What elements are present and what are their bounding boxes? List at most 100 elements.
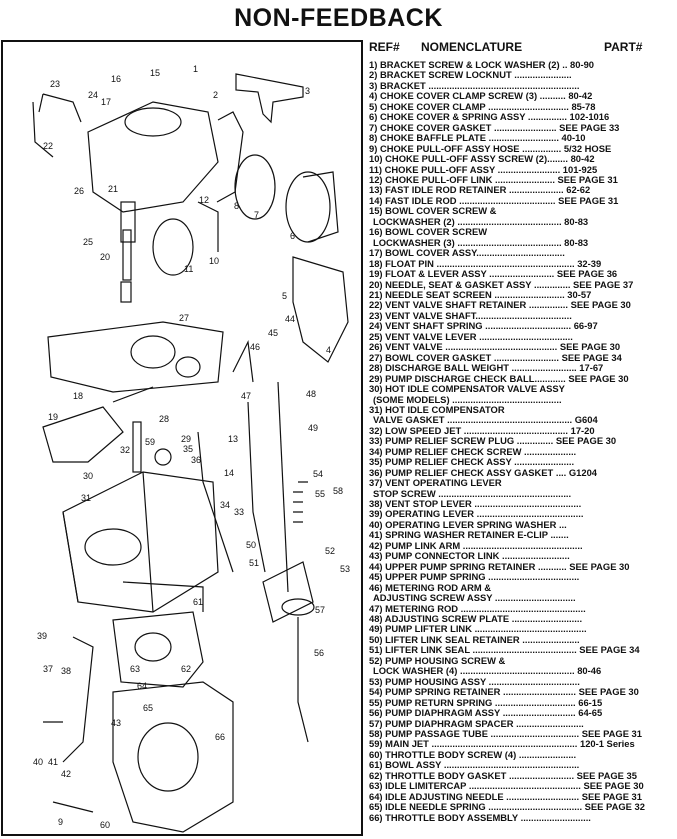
- diagram-drawing: 1 2 3 4 5 6 7 8 9 10 11 12 13 14 15 16 1…: [32, 64, 350, 833]
- parts-list-item: 28) DISCHARGE BALL WEIGHT ..............…: [369, 363, 604, 374]
- pump-parts-drawing: [197, 339, 315, 743]
- parts-list-item: 66) THROTTLE BODY ASSEMBLY .............…: [369, 812, 591, 823]
- callout: 27: [179, 313, 189, 323]
- throttle-gasket-drawing: [112, 611, 204, 688]
- callout: 29: [181, 434, 191, 444]
- callout: 19: [48, 412, 58, 422]
- callout: 42: [61, 769, 71, 779]
- parts-list-item: 6) CHOKE COVER & SPRING ASSY ...........…: [369, 112, 610, 123]
- callout: 53: [340, 564, 350, 574]
- parts-list-item: 9) CHOKE PULL-OFF ASSY HOSE ............…: [369, 143, 612, 154]
- bowl-body-drawing: [62, 421, 219, 613]
- parts-list-item: 23) VENT VALVE SHAFT....................…: [369, 310, 572, 321]
- callout: 1: [193, 64, 198, 74]
- callout: 8: [234, 201, 239, 211]
- parts-list-item: LOCK WASHER (4) ........................…: [373, 666, 602, 677]
- callout: 15: [150, 68, 160, 78]
- parts-list-item: 14) FAST IDLE ROD ......................…: [369, 195, 619, 206]
- parts-list-item: 41) SPRING WASHER RETAINER E-CLIP ......…: [369, 530, 569, 541]
- page-title: NON-FEEDBACK: [234, 4, 443, 32]
- callout: 59: [145, 437, 155, 447]
- parts-list-item: 46) METERING ROD ARM &: [369, 582, 492, 593]
- parts-list-item: 4) CHOKE COVER CLAMP SCREW (3) .........…: [369, 91, 593, 102]
- callout: 9: [58, 817, 63, 827]
- callout: 23: [50, 79, 60, 89]
- callout: 48: [306, 389, 316, 399]
- needle-seat-drawing: [32, 101, 132, 303]
- callout: 43: [111, 718, 121, 728]
- callout: 56: [314, 648, 324, 658]
- callout: 57: [315, 605, 325, 615]
- callout: 6: [290, 231, 295, 241]
- callout: 66: [215, 732, 225, 742]
- parts-list-item: 55) PUMP RETURN SPRING .................…: [369, 697, 603, 708]
- parts-list-item: 19) FLOAT & LEVER ASSY .................…: [369, 269, 618, 280]
- callout-labels: 1 2 3 4 5 6 7 8 9 10 11 12 13 14 15 16 1…: [33, 64, 350, 830]
- callout: 25: [83, 237, 93, 247]
- parts-list: 1) BRACKET SCREW & LOCK WASHER (2) .. 80…: [369, 60, 675, 823]
- callout: 54: [313, 469, 323, 479]
- callout: 49: [308, 423, 318, 433]
- callout: 37: [43, 664, 53, 674]
- parts-list-item: 22) VENT VALVE SHAFT RETAINER ..........…: [369, 300, 631, 311]
- choke-parts-drawing: [197, 73, 339, 252]
- callout: 28: [159, 414, 169, 424]
- exploded-parts-diagram: 1 2 3 4 5 6 7 8 9 10 11 12 13 14 15 16 1…: [1, 40, 363, 836]
- callout: 11: [184, 264, 193, 274]
- callout: 33: [234, 507, 244, 517]
- callout: 2: [213, 90, 218, 100]
- callout: 46: [250, 342, 260, 352]
- parts-list-item: 64) IDLE ADJUSTING NEEDLE ..............…: [369, 791, 642, 802]
- parts-list-item: 1) BRACKET SCREW & LOCK WASHER (2) .. 80…: [369, 60, 595, 70]
- part-column-header: PART#: [604, 40, 643, 54]
- parts-list-item: 29) PUMP DISCHARGE CHECK BALL...........…: [369, 373, 629, 384]
- parts-list-item: 35) PUMP RELIEF CHECK ASSY .............…: [369, 457, 575, 468]
- parts-list-item: 52) PUMP HOUSING SCREW &: [369, 655, 506, 666]
- callout: 60: [100, 820, 110, 830]
- parts-list-item: 8) CHOKE BAFFLE PLATE ..................…: [369, 133, 586, 144]
- ref-column-header: REF#: [369, 40, 400, 54]
- parts-list-item: 56) PUMP DIAPHRAGM ASSY ................…: [369, 708, 603, 719]
- parts-list-item: 51) LIFTER LINK SEAL ...................…: [369, 645, 640, 656]
- parts-list-item: 33) PUMP RELIEF SCREW PLUG .............…: [369, 436, 617, 447]
- callout: 14: [224, 468, 234, 478]
- parts-list-item: 21) NEEDLE SEAT SCREEN .................…: [369, 289, 592, 300]
- callout: 45: [268, 328, 278, 338]
- parts-list-item: 18) FLOAT PIN ..........................…: [369, 258, 602, 269]
- parts-list-item: LOCKWASHER (2) .........................…: [373, 216, 589, 227]
- parts-list-item: 53) PUMP HOUSING ASSY ..................…: [369, 676, 580, 687]
- throttle-body-drawing: [43, 636, 234, 833]
- callout: 39: [37, 631, 47, 641]
- parts-list-item: 24) VENT SHAFT SPRING ..................…: [369, 321, 598, 332]
- parts-list-item: 15) BOWL COVER SCREW &: [369, 206, 497, 217]
- callout: 32: [120, 445, 130, 455]
- parts-list-item: 7) CHOKE COVER GASKET ..................…: [369, 122, 620, 133]
- callout: 63: [130, 664, 140, 674]
- callout: 50: [246, 540, 256, 550]
- parts-list-item: LOCKWASHER (3) .........................…: [373, 237, 589, 248]
- float-drawing: [42, 386, 154, 463]
- callout: 18: [73, 391, 83, 401]
- parts-list-item: 12) CHOKE PULL-OFF LINK ................…: [369, 174, 618, 185]
- callout: 3: [305, 86, 310, 96]
- parts-list-item: 40) OPERATING LEVER SPRING WASHER ...: [369, 519, 567, 530]
- parts-list-item: 36) PUMP RELIEF CHECK ASSY GASKET .... G…: [369, 467, 598, 478]
- callout: 34: [220, 500, 230, 510]
- parts-list-item: 32) LOW SPEED JET ......................…: [369, 425, 595, 436]
- parts-list-item: STOP SCREW .............................…: [373, 488, 572, 499]
- parts-list-item: 5) CHOKE COVER CLAMP ...................…: [369, 101, 596, 112]
- callout: 4: [326, 345, 331, 355]
- parts-list-item: 11) CHOKE PULL-OFF ASSY ................…: [369, 164, 598, 175]
- parts-list-item: 49) PUMP LIFTER LINK ...................…: [369, 624, 587, 635]
- parts-list-item: 10) CHOKE PULL-OFF ASSY SCREW (2).......…: [369, 154, 595, 165]
- parts-list-item: 2) BRACKET SCREW LOCKNUT ...............…: [369, 70, 572, 81]
- callout: 7: [254, 210, 259, 220]
- parts-list-item: 42) PUMP LINK ARM ......................…: [369, 540, 583, 551]
- callout: 5: [282, 291, 287, 301]
- parts-list-item: 20) NEEDLE, SEAT & GASKET ASSY .........…: [369, 279, 634, 290]
- parts-list-item: 58) PUMP PASSAGE TUBE ..................…: [369, 729, 642, 739]
- callout: 62: [181, 664, 191, 674]
- parts-list-item: 34) PUMP RELIEF CHECK SCREW ............…: [369, 446, 577, 457]
- parts-list-item: 63) IDLE LIMITERCAP ....................…: [369, 781, 644, 792]
- callout: 61: [193, 597, 203, 607]
